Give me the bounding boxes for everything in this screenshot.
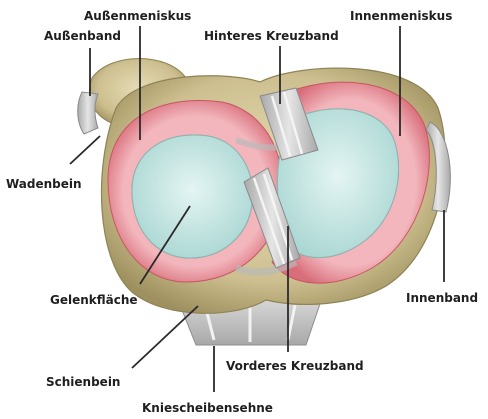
label-aussenband: Außenband (44, 29, 121, 43)
label-gelenkflaeche: Gelenkfläche (50, 293, 138, 307)
label-wadenbein: Wadenbein (6, 177, 82, 191)
label-schienbein: Schienbein (46, 375, 120, 389)
label-innenmeniskus: Innenmeniskus (350, 9, 452, 23)
label-vorderes-kreuzband: Vorderes Kreuzband (226, 359, 364, 373)
label-kniescheibensehne: Kniescheibensehne (142, 401, 273, 415)
label-hinteres-kreuzband: Hinteres Kreuzband (204, 29, 339, 43)
lateral-collateral-ligament (78, 92, 98, 134)
lateral-articular-surface (132, 135, 253, 258)
label-aussenmeniskus: Außenmeniskus (84, 9, 191, 23)
label-innenband: Innenband (406, 291, 478, 305)
